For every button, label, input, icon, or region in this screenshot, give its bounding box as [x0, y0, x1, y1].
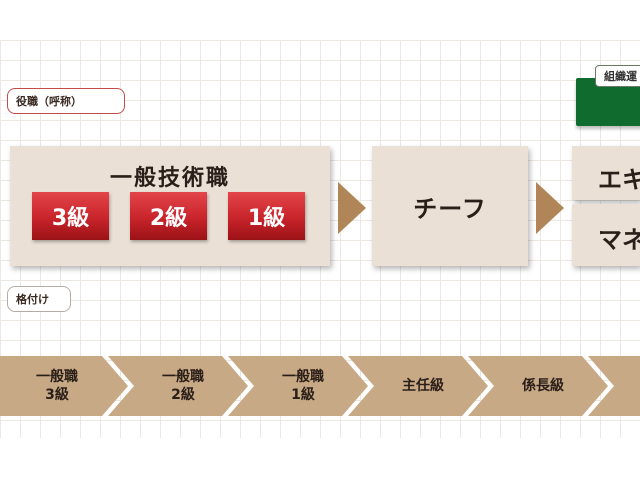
rank-step-3: 一般職 1級 [260, 358, 346, 414]
expert-title: エキ [598, 166, 640, 194]
position-title-label: 役職（呼称） [7, 88, 125, 114]
rank-step-line1: 係長級 [522, 378, 564, 394]
rank-step-line1: 一般職 [36, 369, 78, 385]
general-technical-title: 一般技術職 [109, 166, 230, 191]
manager-panel [572, 204, 640, 266]
chevron-step [588, 356, 640, 416]
rank-step-line2: 2級 [171, 387, 195, 403]
grade-box-1: 1級 [228, 192, 305, 240]
chevron-step [468, 356, 608, 416]
grade-box-2: 2級 [130, 192, 207, 240]
manager-title: マネ [598, 226, 640, 254]
rating-label: 格付け [7, 286, 71, 312]
chevron-step [348, 356, 488, 416]
rank-step-line1: 一般職 [162, 369, 204, 385]
chevron-step [108, 356, 248, 416]
arrow-right-icon [338, 182, 366, 234]
rank-step-line2: 1級 [291, 387, 315, 403]
rank-step-5: 係長級 [500, 358, 586, 414]
chevron-step [228, 356, 368, 416]
chevron-step [0, 356, 128, 416]
grade-box-3: 3級 [32, 192, 109, 240]
arrow-right-icon [536, 182, 564, 234]
chief-title: チーフ [413, 194, 487, 223]
rank-step-line1: 一般職 [282, 369, 324, 385]
chief-panel [372, 146, 528, 266]
rank-step-line1: 主任級 [402, 378, 444, 394]
rank-step-2: 一般職 2級 [140, 358, 226, 414]
rank-step-line2: 3級 [45, 387, 69, 403]
expert-panel [572, 146, 640, 200]
org-label: 組織運 [595, 65, 640, 87]
rank-step-1: 一般職 3級 [14, 358, 100, 414]
rank-step-4: 主任級 [380, 358, 466, 414]
